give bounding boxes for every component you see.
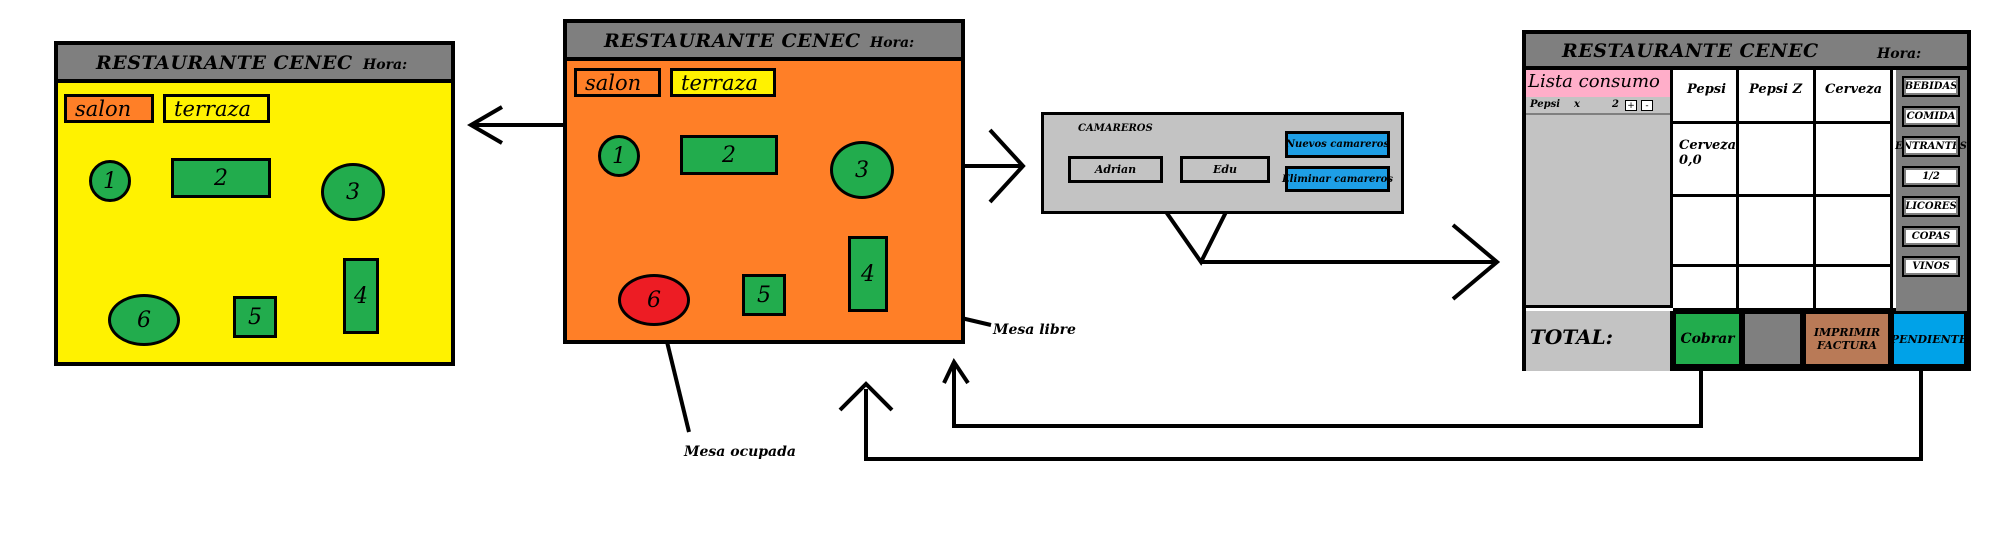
salon-screen: RESTAURANTE CENEC Hora: salon terraza 1 …	[563, 19, 965, 344]
waiters-title: CAMAREROS	[1078, 123, 1153, 134]
hora-label: Hora:	[870, 35, 915, 51]
terraza-screen: RESTAURANTE CENEC Hora: salon terraza 1 …	[54, 41, 455, 366]
hora-label: Hora:	[363, 57, 408, 73]
order-line[interactable]: Pepsi x 2 + -	[1526, 97, 1670, 115]
product-empty[interactable]	[1673, 197, 1739, 267]
category-copas[interactable]: COPAS	[1902, 226, 1960, 247]
waiter-adrian-button[interactable]: Adrian	[1068, 156, 1163, 183]
product-empty[interactable]	[1739, 197, 1816, 267]
category-sidebar: BEBIDAS COMIDA ENTRANTES 1/2 LICORES COP…	[1895, 70, 1967, 311]
waiter-edu-button[interactable]: Edu	[1180, 156, 1270, 183]
category-licores[interactable]: LICORES	[1902, 196, 1960, 217]
order-line-x: x	[1574, 99, 1580, 110]
product-empty[interactable]	[1816, 124, 1893, 197]
app-title: RESTAURANTE CENEC	[1562, 40, 1819, 62]
delete-waiters-label: Eliminar camareros	[1282, 173, 1393, 185]
table-5[interactable]: 5	[233, 296, 277, 338]
print-invoice-button[interactable]: IMPRIMIR FACTURA	[1803, 311, 1891, 367]
tab-salon[interactable]: salon	[574, 68, 661, 97]
table-4[interactable]: 4	[343, 258, 379, 334]
tab-terraza-label: terraza	[681, 71, 759, 95]
pending-button[interactable]: PENDIENTE	[1891, 311, 1967, 367]
app-title: RESTAURANTE CENEC	[604, 30, 861, 52]
tab-salon-label: salon	[75, 97, 132, 121]
total-label: TOTAL:	[1530, 325, 1614, 349]
waiter-edu-label: Edu	[1212, 163, 1238, 176]
arrow-cobrar-back	[952, 362, 1703, 428]
pending-label: PENDIENTE	[1890, 332, 1968, 346]
consumption-list-header: Lista consumo	[1526, 70, 1670, 97]
table-2[interactable]: 2	[171, 158, 271, 198]
table-5[interactable]: 5	[742, 274, 786, 316]
arrow-pendiente-back	[864, 371, 1923, 461]
print-invoice-label: IMPRIMIR FACTURA	[1813, 326, 1881, 352]
plus-icon: +	[1627, 101, 1635, 111]
blank-grey-button[interactable]	[1742, 311, 1803, 367]
table-6[interactable]: 6	[108, 294, 180, 346]
decrease-button[interactable]: -	[1641, 100, 1653, 111]
table-1[interactable]: 1	[598, 135, 640, 177]
delete-waiters-button[interactable]: Eliminar camareros	[1282, 166, 1393, 192]
order-line-item: Pepsi	[1530, 99, 1561, 110]
order-line-qty: 2	[1612, 99, 1619, 110]
new-waiters-label: Nuevos camareros	[1285, 139, 1390, 150]
category-vinos[interactable]: VINOS	[1902, 256, 1960, 277]
product-pepsi-zero[interactable]: Pepsi Z	[1739, 70, 1816, 124]
waiter-adrian-label: Adrian	[1094, 163, 1137, 176]
charge-label: Cobrar	[1680, 331, 1735, 347]
category-entrantes[interactable]: ENTRANTES	[1895, 136, 1967, 157]
total-row: TOTAL:	[1526, 311, 1673, 371]
product-cerveza[interactable]: Cerveza	[1816, 70, 1893, 124]
annotation-free: Mesa libre	[993, 322, 1076, 338]
consumption-list: Lista consumo Pepsi x 2 + -	[1526, 70, 1673, 308]
table-3[interactable]: 3	[321, 163, 385, 221]
arrowhead-up-cobrar	[942, 357, 970, 385]
charge-button[interactable]: Cobrar	[1673, 311, 1742, 367]
app-title: RESTAURANTE CENEC	[96, 52, 353, 74]
annotation-occupied: Mesa ocupada	[684, 444, 796, 460]
arrowhead-up-pendiente	[838, 381, 894, 412]
category-media-racion[interactable]: 1/2	[1902, 166, 1960, 187]
table-6-occupied[interactable]: 6	[618, 274, 690, 326]
tab-terraza[interactable]: terraza	[163, 94, 270, 123]
waiters-panel: CAMAREROS Adrian Edu Nuevos camareros El…	[1041, 112, 1404, 214]
product-pepsi[interactable]: Pepsi	[1673, 70, 1739, 124]
title-bar: RESTAURANTE CENEC Hora:	[58, 45, 451, 83]
category-bebidas[interactable]: BEBIDAS	[1902, 76, 1960, 97]
product-empty[interactable]	[1816, 197, 1893, 267]
minus-icon: -	[1645, 101, 1649, 111]
order-screen: RESTAURANTE CENEC Hora: Lista consumo Pe…	[1522, 30, 1971, 371]
category-comida[interactable]: COMIDA	[1902, 106, 1960, 127]
increase-button[interactable]: +	[1625, 100, 1637, 111]
product-grid: Pepsi Pepsi Z Cerveza Cerveza 0,0	[1673, 70, 1903, 311]
tab-salon-label: salon	[585, 71, 642, 95]
arrowhead-right-order	[1451, 223, 1501, 301]
hora-label: Hora:	[1877, 46, 1922, 62]
title-bar: RESTAURANTE CENEC Hora:	[567, 23, 961, 61]
product-empty[interactable]	[1673, 267, 1739, 308]
arrowhead-left	[467, 105, 504, 145]
table-2[interactable]: 2	[680, 135, 778, 175]
product-empty[interactable]	[1739, 267, 1816, 308]
table-4[interactable]: 4	[848, 236, 888, 312]
product-cerveza-zero[interactable]: Cerveza 0,0	[1673, 124, 1739, 197]
tab-salon[interactable]: salon	[64, 94, 154, 123]
title-bar: RESTAURANTE CENEC Hora:	[1526, 34, 1967, 70]
table-1[interactable]: 1	[89, 160, 131, 202]
consumption-list-title: Lista consumo	[1528, 71, 1660, 92]
product-empty[interactable]	[1816, 267, 1893, 308]
table-3[interactable]: 3	[830, 141, 894, 199]
tab-terraza-label: terraza	[174, 97, 252, 121]
tab-terraza[interactable]: terraza	[670, 68, 776, 97]
arrowhead-right-waiters	[988, 128, 1026, 204]
new-waiters-button[interactable]: Nuevos camareros	[1285, 131, 1390, 158]
product-empty[interactable]	[1739, 124, 1816, 197]
